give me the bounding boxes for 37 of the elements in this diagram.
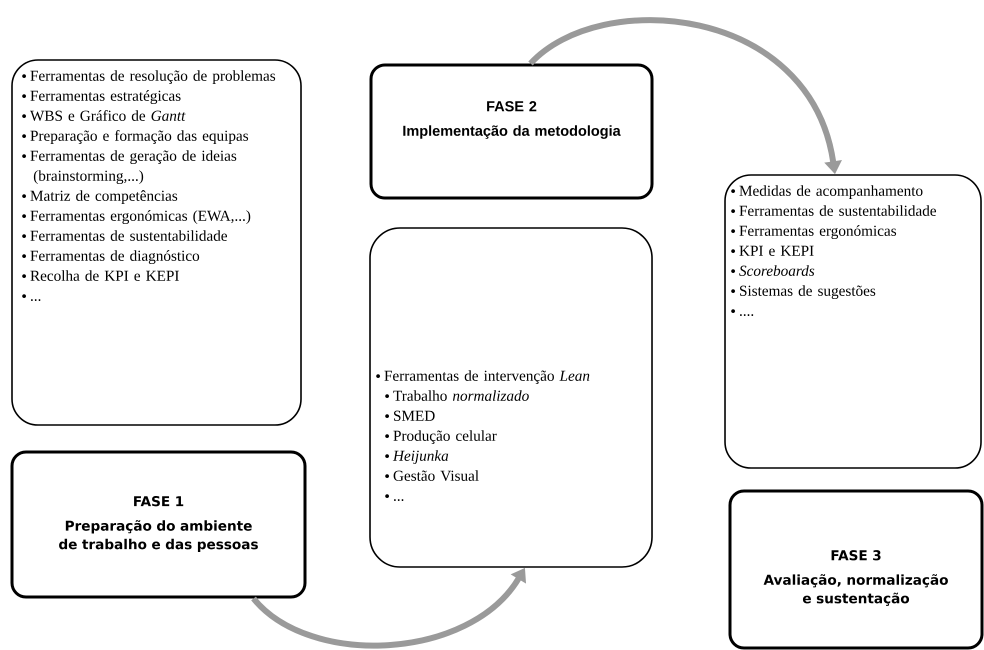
list-item: Ferramentas de intervenção Lean [384,370,590,384]
list-item: ... [394,499,404,501]
list-box [11,59,302,426]
list-item: Medidas de acompanhamento [739,185,922,199]
list-item: Ferramentas de resolução de problemas [30,70,276,84]
list-item: Ferramentas ergonómicas [739,225,896,240]
list-item: SMED [394,410,435,421]
phase-description: Avaliação, normalização e sustentação [764,574,948,606]
list-item: Ferramentas de sustentabilidade [30,230,228,241]
list-item: ... [31,299,40,301]
list-item: Heijunka [392,450,448,464]
list-item: Recolha de KPI e KEPI [30,270,179,281]
list-item: KPI e KEPI [739,246,814,256]
list-box [369,227,653,568]
phase-title: FASE 2 [487,101,536,112]
list-item: Trabalho normalizado [393,390,529,401]
list-item: WBS e Gráfico de Gantt [30,110,186,121]
list-item: Preparação e formação das equipas [30,130,248,144]
list-item: Gestão Visual [394,470,479,481]
phase-box [10,450,306,598]
list-item: Scoreboards [739,265,814,276]
list-item: Ferramentas de sustentabilidade [739,205,936,216]
list-item: Ferramentas ergonómicas (EWA,...) [30,210,250,224]
phase-description: Implementação da metodologia [403,125,621,139]
list-item: Ferramentas estratégicas [30,90,181,104]
phase-description: Preparação do ambiente de trabalho e das pessoas [59,520,258,552]
list-item: Produção celular [393,430,497,444]
phase-box [370,64,654,200]
list-item: .... [740,314,754,316]
list-item: Sistemas de sugestões [740,285,876,300]
list-box [724,174,982,469]
phase-box [728,490,984,650]
phase-title: FASE 1 [134,496,184,506]
list-item: Ferramentas de diagnóstico [30,250,200,264]
phase-title: FASE 3 [832,550,881,560]
list-item: Matriz de competências [30,190,178,204]
list-item: Ferramentas de geração de ideias (brainstorming,...) [30,150,236,184]
